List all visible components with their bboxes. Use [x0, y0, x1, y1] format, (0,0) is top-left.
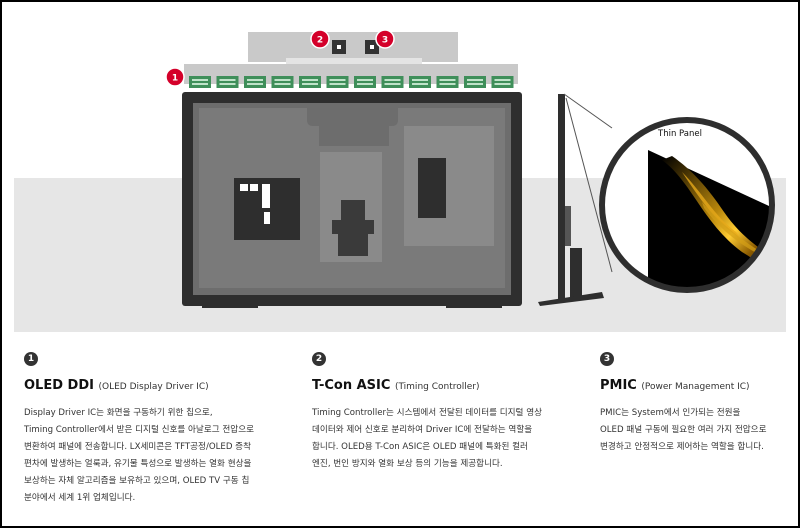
- section-description: Timing Controller는 시스템에서 전달된 데이터를 디지털 영상…: [312, 408, 543, 469]
- driver-ic-strip: [464, 76, 486, 88]
- section-description: PMIC는 System에서 인가되는 전원을 OLED 패널 구동에 필요한 …: [600, 408, 767, 452]
- section-pmic: 3 PMIC (Power Management IC) PMIC는 Syste…: [600, 352, 790, 456]
- section-tcon-asic: 2 T-Con ASIC (Timing Controller) Timing …: [312, 352, 552, 473]
- section-oled-ddi: 1 OLED DDI (OLED Display Driver IC) Disp…: [24, 352, 264, 507]
- tv-back: [182, 92, 522, 308]
- svg-text:3: 3: [382, 36, 388, 46]
- section-number: 1: [24, 352, 38, 366]
- driver-ic-strip: [299, 76, 321, 88]
- section-title: T-Con ASIC (Timing Controller): [312, 378, 480, 393]
- driver-ic-strip: [436, 76, 459, 88]
- svg-text:2: 2: [317, 36, 323, 46]
- section-title: OLED DDI (OLED Display Driver IC): [24, 378, 209, 393]
- inset-label: Thin Panel: [657, 129, 702, 139]
- tcon-board: [248, 32, 458, 68]
- driver-ic-strip: [381, 76, 404, 88]
- driver-ic-strip: [244, 76, 266, 88]
- driver-ic-strip: [491, 76, 514, 88]
- source-pcb: [184, 64, 518, 88]
- thin-panel-inset: Thin Panel: [599, 117, 775, 293]
- driver-ic-strip: [354, 76, 376, 88]
- driver-ic-strip: [326, 76, 349, 88]
- driver-ic-strip: [271, 76, 294, 88]
- svg-text:1: 1: [172, 74, 178, 84]
- marker-1: 1: [165, 67, 185, 87]
- driver-ic-strip: [409, 76, 431, 88]
- driver-ic-strips: [189, 76, 514, 88]
- tv-illustration: Thin Panel 1 2 3: [14, 29, 786, 332]
- marker-2: 2: [310, 29, 330, 49]
- section-number: 3: [600, 352, 614, 366]
- marker-3: 3: [375, 29, 395, 49]
- section-number: 2: [312, 352, 326, 366]
- driver-ic-strip: [189, 76, 211, 88]
- driver-ic-strip: [216, 76, 239, 88]
- section-description: Display Driver IC는 화면을 구동하기 위한 칩으로, Timi…: [24, 408, 255, 503]
- section-title: PMIC (Power Management IC): [600, 378, 750, 393]
- tv-side-profile: [538, 93, 613, 306]
